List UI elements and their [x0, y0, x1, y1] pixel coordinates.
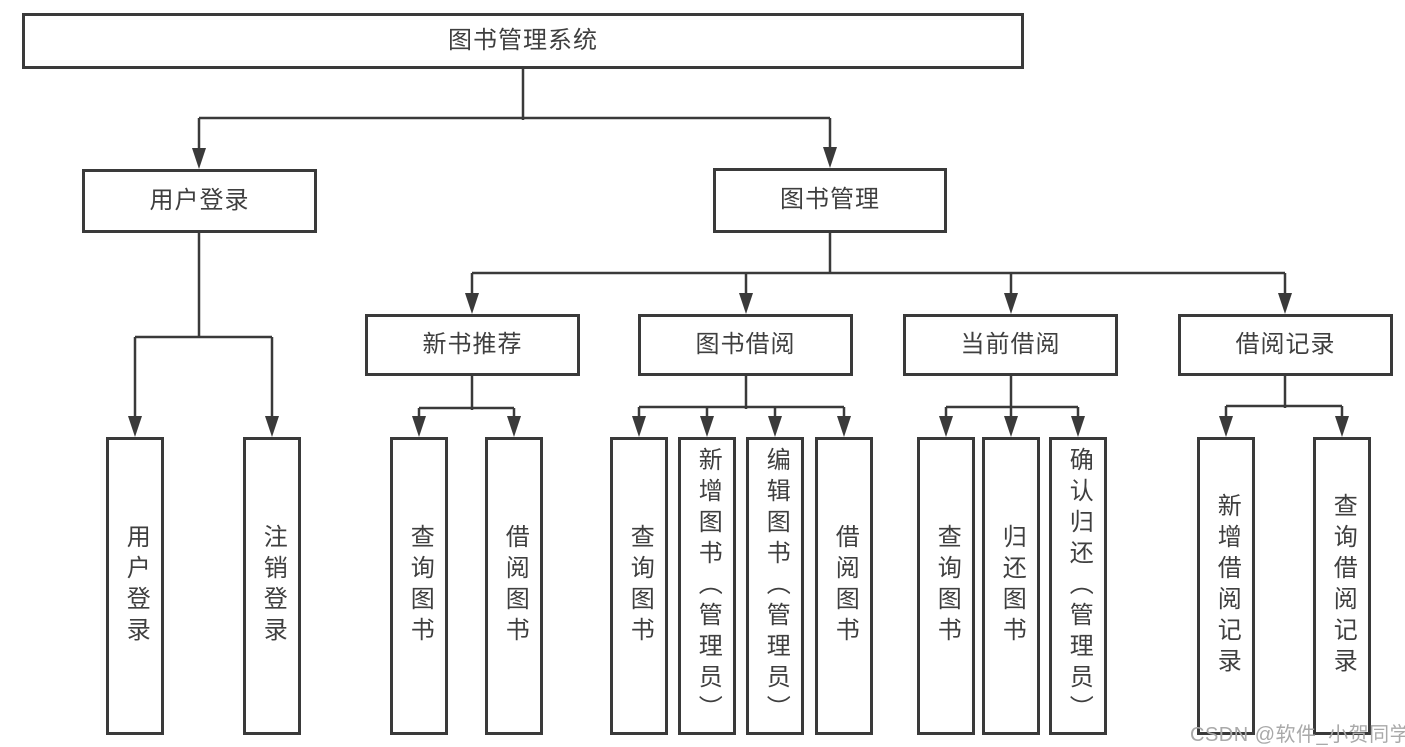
- node-new-book-recommend-label: 新书推荐: [422, 330, 523, 358]
- node-book-borrowing: 图书借阅: [638, 314, 853, 376]
- leaf-borrow-books-recommend-label: 借阅图书: [501, 524, 529, 648]
- leaf-query-books-current: 查询图书: [917, 437, 975, 735]
- leaf-query-books-recommend-label: 查询图书: [406, 524, 434, 648]
- node-root: 图书管理系统: [22, 13, 1024, 69]
- leaf-borrow-books-borrowing: 借阅图书: [815, 437, 873, 735]
- leaf-user-login-label: 用户登录: [122, 524, 150, 648]
- node-user-login-label: 用户登录: [149, 186, 250, 214]
- leaf-query-books-borrowing: 查询图书: [610, 437, 668, 735]
- leaf-add-book-admin-label: 新增图书（管理员）: [694, 446, 722, 726]
- node-book-management-label: 图书管理: [780, 186, 880, 214]
- node-book-management: 图书管理: [713, 168, 947, 233]
- node-root-label: 图书管理系统: [448, 26, 598, 54]
- node-current-borrowing-label: 当前借阅: [960, 330, 1061, 358]
- leaf-query-books-current-label: 查询图书: [933, 524, 961, 648]
- leaf-query-borrow-record-label: 查询借阅记录: [1329, 493, 1357, 679]
- leaf-user-login: 用户登录: [106, 437, 164, 735]
- leaf-return-book-label: 归还图书: [998, 524, 1026, 648]
- leaf-borrow-books-borrowing-label: 借阅图书: [831, 524, 859, 648]
- leaf-logout: 注销登录: [243, 437, 301, 735]
- leaf-confirm-return-admin: 确认归还（管理员）: [1049, 437, 1107, 735]
- leaf-query-books-borrowing-label: 查询图书: [626, 524, 654, 648]
- node-current-borrowing: 当前借阅: [903, 314, 1118, 376]
- leaf-add-borrow-record-label: 新增借阅记录: [1213, 493, 1241, 679]
- leaf-confirm-return-admin-label: 确认归还（管理员）: [1065, 446, 1093, 726]
- leaf-borrow-books-recommend: 借阅图书: [485, 437, 543, 735]
- watermark: CSDN @软件_小贺同学: [1190, 724, 1405, 746]
- node-borrowing-records-label: 借阅记录: [1235, 330, 1336, 358]
- leaf-edit-book-admin-label: 编辑图书（管理员）: [762, 446, 790, 726]
- leaf-add-book-admin: 新增图书（管理员）: [678, 437, 736, 735]
- node-book-borrowing-label: 图书借阅: [695, 330, 796, 358]
- node-borrowing-records: 借阅记录: [1178, 314, 1393, 376]
- leaf-edit-book-admin: 编辑图书（管理员）: [746, 437, 804, 735]
- connector-segments: [133, 69, 1344, 420]
- node-new-book-recommend: 新书推荐: [365, 314, 580, 376]
- leaf-logout-label: 注销登录: [259, 524, 287, 648]
- leaf-return-book: 归还图书: [982, 437, 1040, 735]
- leaf-query-books-recommend: 查询图书: [390, 437, 448, 735]
- leaf-query-borrow-record: 查询借阅记录: [1313, 437, 1371, 735]
- node-user-login: 用户登录: [82, 169, 317, 233]
- leaf-add-borrow-record: 新增借阅记录: [1197, 437, 1255, 735]
